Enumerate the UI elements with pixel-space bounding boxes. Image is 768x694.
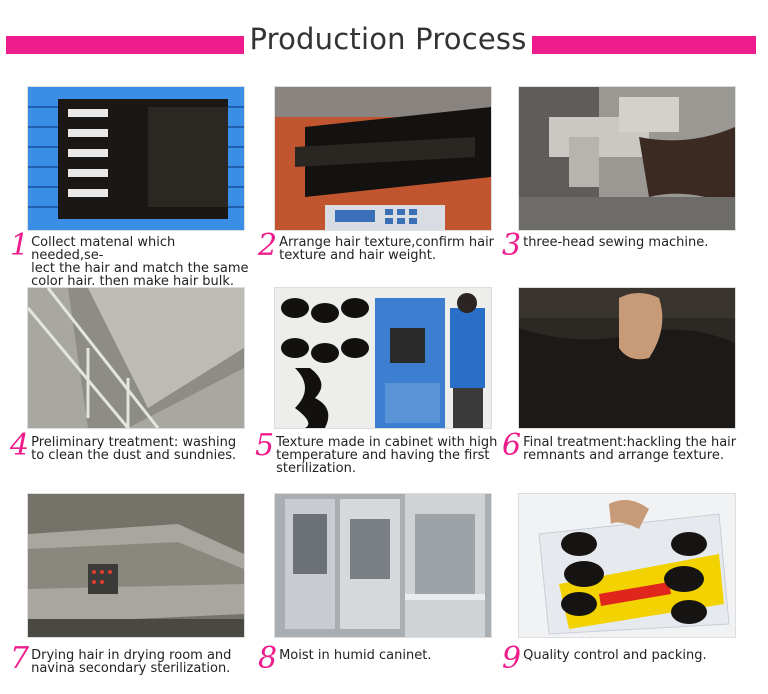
step-number: 9 [502, 641, 522, 676]
caption-step-1: 1 Collect matenal which needed,se- lect … [10, 228, 250, 289]
caption-step-8: 8 Moist in humid caninet. [258, 641, 508, 676]
step-number: 7 [10, 641, 30, 676]
header-bar-left [6, 36, 244, 54]
caption-step-6: 6 Final treatment:hackling the hair remn… [502, 428, 757, 463]
step-number: 8 [258, 641, 278, 676]
photo-step-4 [27, 287, 245, 429]
caption-step-9: 9 Quality control and packing. [502, 641, 752, 676]
photo-step-9 [518, 493, 736, 638]
photo-step-3 [518, 86, 736, 231]
step-number: 2 [258, 228, 278, 263]
page-title: Production Process [249, 22, 527, 56]
photo-step-1 [27, 86, 245, 231]
step-number: 1 [10, 228, 30, 263]
step-text: Texture made in cabinet with high temper… [276, 435, 498, 476]
step-number: 6 [502, 428, 522, 463]
photo-step-6 [518, 287, 736, 429]
step-text: Moist in humid caninet. [279, 648, 432, 663]
step-text: Arrange hair texture,confirm hair textur… [279, 235, 495, 263]
photo-step-5 [274, 287, 492, 429]
caption-step-3: 3 three-head sewing machine. [502, 228, 752, 263]
caption-step-2: 2 Arrange hair texture,confirm hair text… [258, 228, 508, 263]
header-bar-right [532, 36, 756, 54]
photo-step-2 [274, 86, 492, 231]
step-number: 5 [255, 428, 275, 463]
step-text: Preliminary treatment: washing to clean … [31, 435, 237, 463]
step-text: three-head sewing machine. [523, 235, 709, 250]
step-number: 3 [502, 228, 522, 263]
caption-step-7: 7 Drying hair in drying room and navina … [10, 641, 255, 676]
step-text: Collect matenal which needed,se- lect th… [31, 235, 249, 289]
step-number: 4 [10, 428, 30, 463]
caption-step-4: 4 Preliminary treatment: washing to clea… [10, 428, 255, 463]
step-text: Final treatment:hackling the hair remnan… [523, 435, 737, 463]
photo-step-7 [27, 493, 245, 638]
caption-step-5: 5 Texture made in cabinet with high temp… [255, 428, 510, 476]
step-text: Drying hair in drying room and navina se… [31, 648, 232, 676]
step-text: Quality control and packing. [523, 648, 707, 663]
photo-step-8 [274, 493, 492, 638]
